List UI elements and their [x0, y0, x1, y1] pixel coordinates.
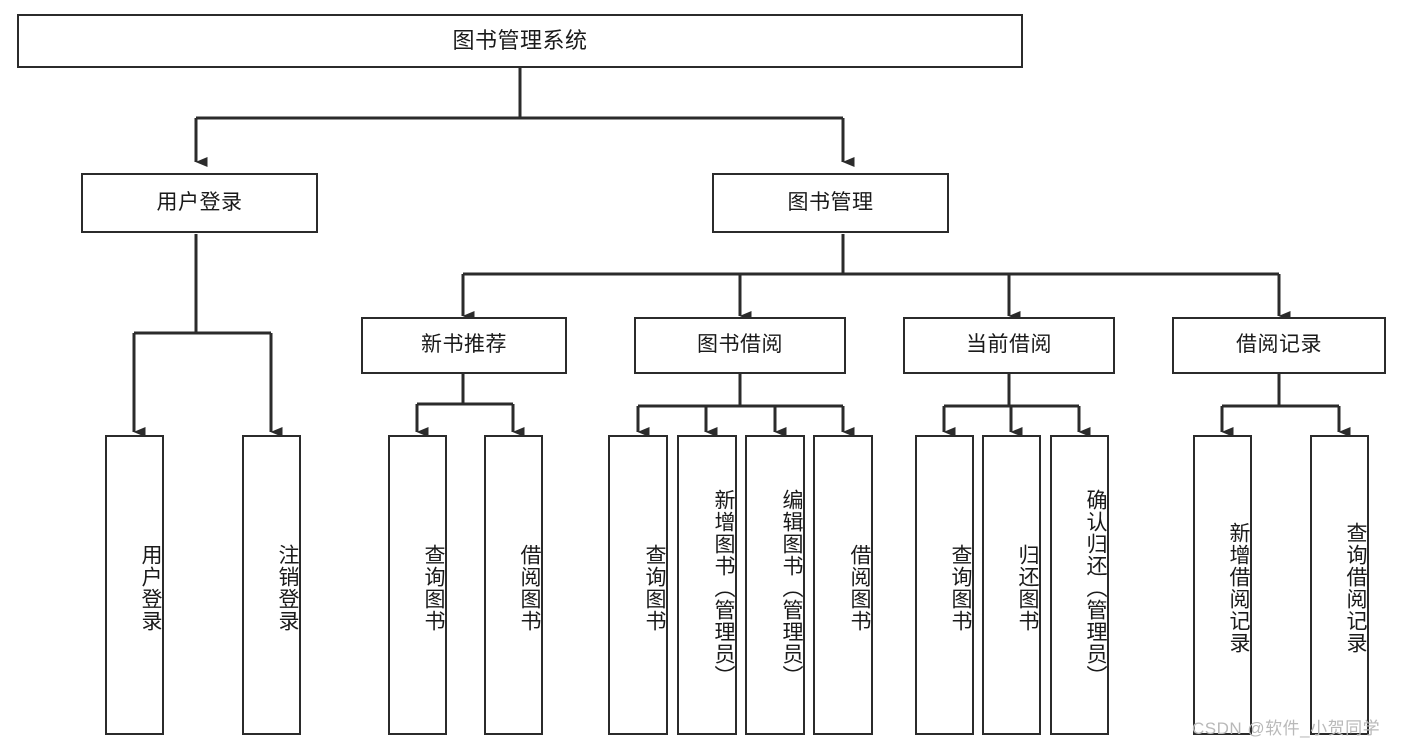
node-leaf-query-book-1[interactable]: 查询图书 — [388, 435, 447, 735]
node-book-borrow[interactable]: 图书借阅 — [634, 317, 846, 374]
node-leaf-query-book-1-label: 查询图书 — [422, 544, 445, 632]
node-leaf-edit-book[interactable]: 编辑图书（管理员） — [745, 435, 805, 735]
node-leaf-borrow-book-1[interactable]: 借阅图书 — [484, 435, 543, 735]
node-leaf-query-book-3[interactable]: 查询图书 — [915, 435, 974, 735]
node-root-label: 图书管理系统 — [452, 28, 588, 54]
node-leaf-borrow-book-2-label: 借阅图书 — [848, 544, 871, 632]
node-borrow-record-label: 借阅记录 — [1236, 333, 1322, 357]
node-leaf-query-record-label: 查询借阅记录 — [1344, 522, 1367, 654]
node-book-borrow-label: 图书借阅 — [697, 333, 783, 357]
node-leaf-query-record[interactable]: 查询借阅记录 — [1310, 435, 1369, 735]
node-current-borrow[interactable]: 当前借阅 — [903, 317, 1115, 374]
node-leaf-user-login-label: 用户登录 — [139, 544, 162, 632]
node-book-management[interactable]: 图书管理 — [712, 173, 949, 233]
node-leaf-query-book-2[interactable]: 查询图书 — [608, 435, 668, 735]
node-leaf-add-record-label: 新增借阅记录 — [1227, 522, 1250, 654]
node-borrow-record[interactable]: 借阅记录 — [1172, 317, 1386, 374]
node-leaf-logout-login-label: 注销登录 — [276, 544, 299, 632]
node-leaf-user-login[interactable]: 用户登录 — [105, 435, 164, 735]
node-leaf-return-book[interactable]: 归还图书 — [982, 435, 1041, 735]
node-leaf-add-record[interactable]: 新增借阅记录 — [1193, 435, 1252, 735]
node-root-system[interactable]: 图书管理系统 — [17, 14, 1023, 68]
node-leaf-borrow-book-2[interactable]: 借阅图书 — [813, 435, 873, 735]
node-user-login-label: 用户登录 — [156, 190, 243, 214]
node-book-management-label: 图书管理 — [787, 190, 874, 214]
node-leaf-query-book-3-label: 查询图书 — [949, 544, 972, 632]
node-leaf-confirm-return[interactable]: 确认归还（管理员） — [1050, 435, 1109, 735]
node-new-book-recommend-label: 新书推荐 — [421, 333, 507, 357]
node-leaf-add-book-label: 新增图书（管理员） — [712, 489, 735, 687]
node-leaf-add-book[interactable]: 新增图书（管理员） — [677, 435, 737, 735]
node-leaf-return-book-label: 归还图书 — [1016, 544, 1039, 632]
node-leaf-confirm-return-label: 确认归还（管理员） — [1084, 489, 1107, 687]
node-leaf-logout-login[interactable]: 注销登录 — [242, 435, 301, 735]
node-new-book-recommend[interactable]: 新书推荐 — [361, 317, 567, 374]
node-leaf-query-book-2-label: 查询图书 — [643, 544, 666, 632]
node-user-login[interactable]: 用户登录 — [81, 173, 318, 233]
node-leaf-borrow-book-1-label: 借阅图书 — [518, 544, 541, 632]
node-current-borrow-label: 当前借阅 — [966, 333, 1052, 357]
node-leaf-edit-book-label: 编辑图书（管理员） — [780, 489, 803, 687]
